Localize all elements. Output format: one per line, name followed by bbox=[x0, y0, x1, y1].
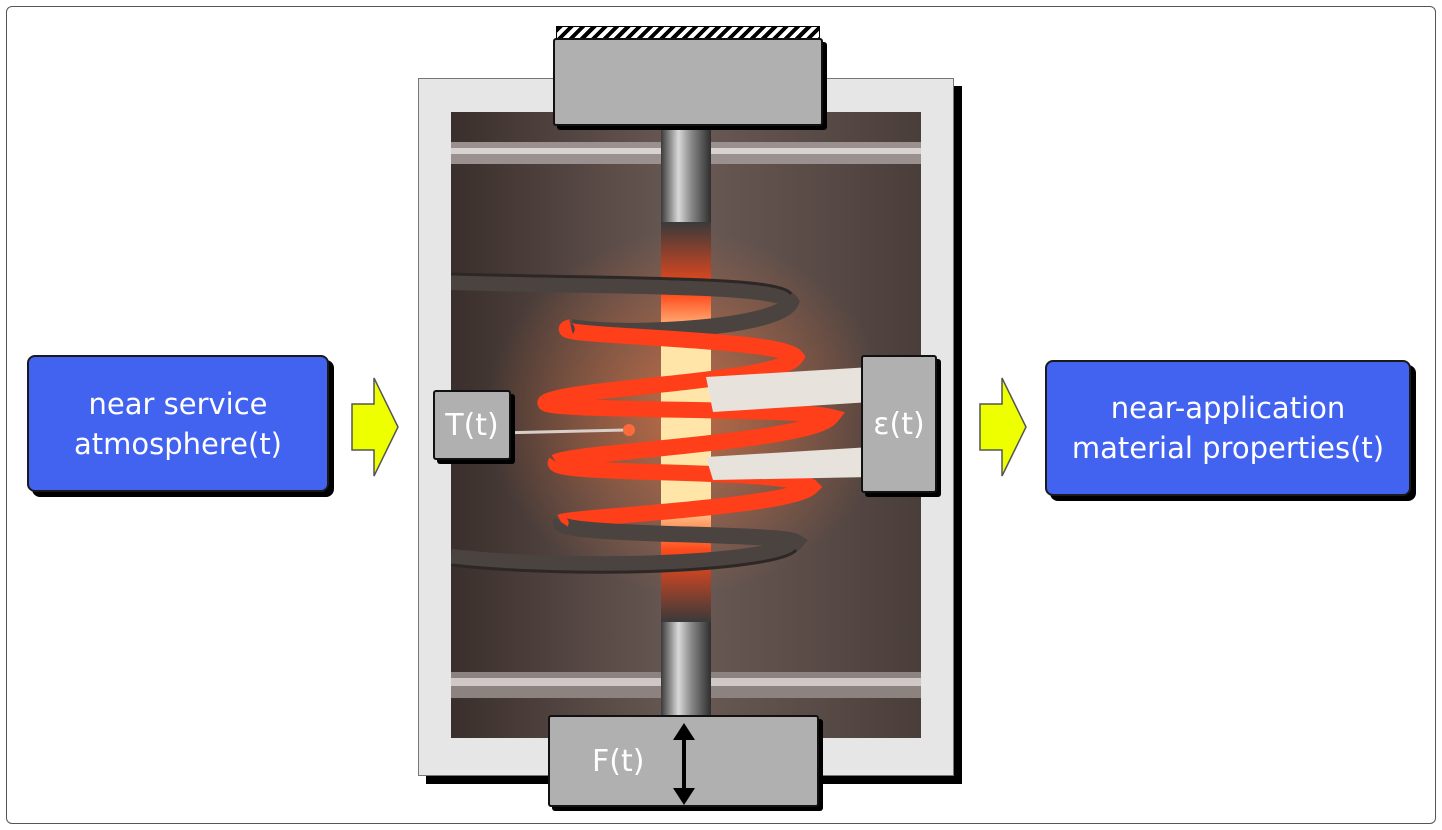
input-line-2: atmosphere(t) bbox=[74, 426, 282, 461]
output-line-2: material properties(t) bbox=[1071, 431, 1385, 465]
temperature-label: T(t) bbox=[445, 407, 499, 443]
flow-arrow-right-icon bbox=[979, 377, 1027, 477]
strain-label: ε(t) bbox=[873, 406, 925, 442]
input-line-1: near service bbox=[88, 386, 268, 421]
specimen-photo bbox=[451, 112, 921, 738]
force-double-arrow-icon bbox=[673, 723, 695, 805]
output-line-1: near-application bbox=[1110, 391, 1346, 425]
upper-grip bbox=[553, 38, 823, 126]
output-properties-box: near-application material properties(t) bbox=[1045, 360, 1411, 496]
input-atmosphere-box: near service atmosphere(t) bbox=[27, 355, 329, 492]
strain-sensor-box: ε(t) bbox=[861, 355, 937, 493]
temperature-sensor-box: T(t) bbox=[433, 390, 511, 460]
flow-arrow-right-icon bbox=[351, 377, 399, 477]
force-label: F(t) bbox=[592, 743, 645, 779]
